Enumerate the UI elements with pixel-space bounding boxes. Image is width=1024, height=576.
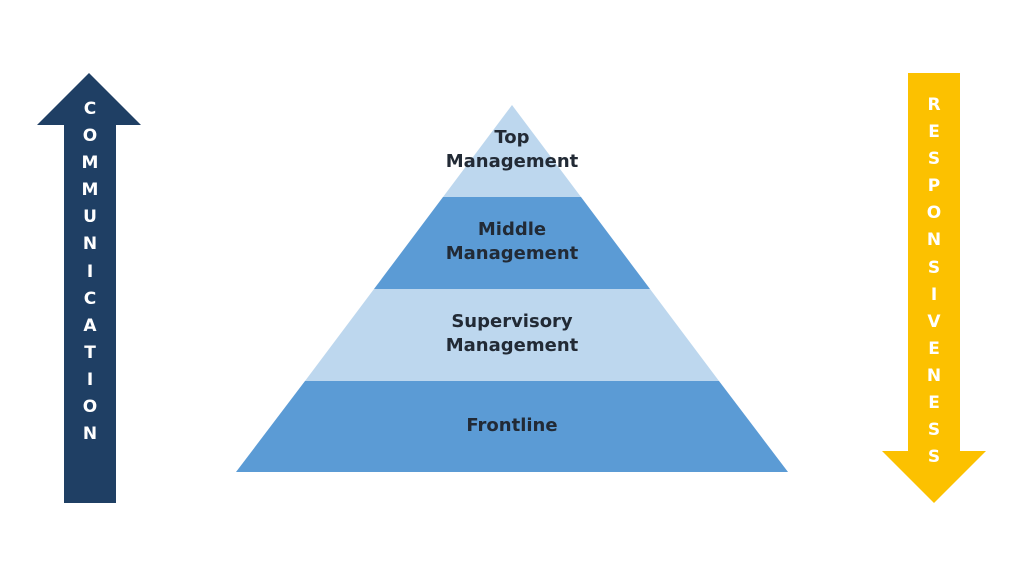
- arrow-letter: I: [86, 261, 94, 282]
- arrow-letter: R: [927, 95, 941, 115]
- arrow-letter: N: [926, 365, 942, 386]
- arrow-letter: N: [82, 234, 98, 255]
- pyramid-tier-frontline: [236, 381, 788, 472]
- arrow-letter: N: [82, 424, 98, 445]
- communication-arrow: [37, 73, 141, 503]
- tier-label-frontline: Frontline: [362, 414, 662, 438]
- tier-label-line: Top: [494, 127, 530, 148]
- arrow-letter: O: [926, 203, 942, 224]
- arrow-letter: S: [927, 420, 941, 441]
- arrow-letter: E: [928, 338, 940, 359]
- arrow-letter: O: [82, 397, 98, 418]
- pyramid-tier-middle: [374, 197, 650, 289]
- arrow-letter: A: [83, 315, 97, 336]
- arrow-letter: S: [927, 149, 941, 170]
- responsiveness-arrow: [882, 73, 986, 503]
- arrow-letter: I: [930, 284, 938, 305]
- arrow-letter: T: [84, 342, 96, 363]
- tier-label-line: Management: [445, 335, 579, 356]
- arrow-letter: E: [928, 393, 940, 414]
- tier-label-supervisory: Supervisory Management: [362, 310, 662, 358]
- tier-label-line: Middle: [477, 219, 547, 240]
- arrow-letter: N: [926, 230, 942, 251]
- tier-label-line: Management: [445, 243, 579, 264]
- arrow-letter: C: [83, 288, 97, 309]
- pyramid-tier-top: [443, 105, 581, 197]
- arrow-letter: C: [83, 99, 97, 119]
- tier-label-line: Management: [445, 151, 579, 172]
- arrow-letter: E: [928, 122, 940, 143]
- pyramid-tier-supervisory: [305, 289, 719, 381]
- tier-label-line: Supervisory: [451, 311, 573, 332]
- arrow-letter: U: [83, 207, 97, 228]
- arrow-letter: M: [81, 153, 99, 174]
- arrow-letter: I: [86, 369, 94, 390]
- arrow-letter: O: [82, 126, 98, 147]
- arrow-letter: P: [927, 176, 941, 197]
- arrow-letter: M: [81, 180, 99, 201]
- tier-label-middle: Middle Management: [362, 218, 662, 266]
- arrow-letter: S: [927, 447, 941, 468]
- arrow-letter: S: [927, 257, 941, 278]
- arrow-letter: V: [927, 311, 941, 332]
- tier-label-line: Frontline: [466, 415, 558, 436]
- tier-label-top: Top Management: [362, 126, 662, 174]
